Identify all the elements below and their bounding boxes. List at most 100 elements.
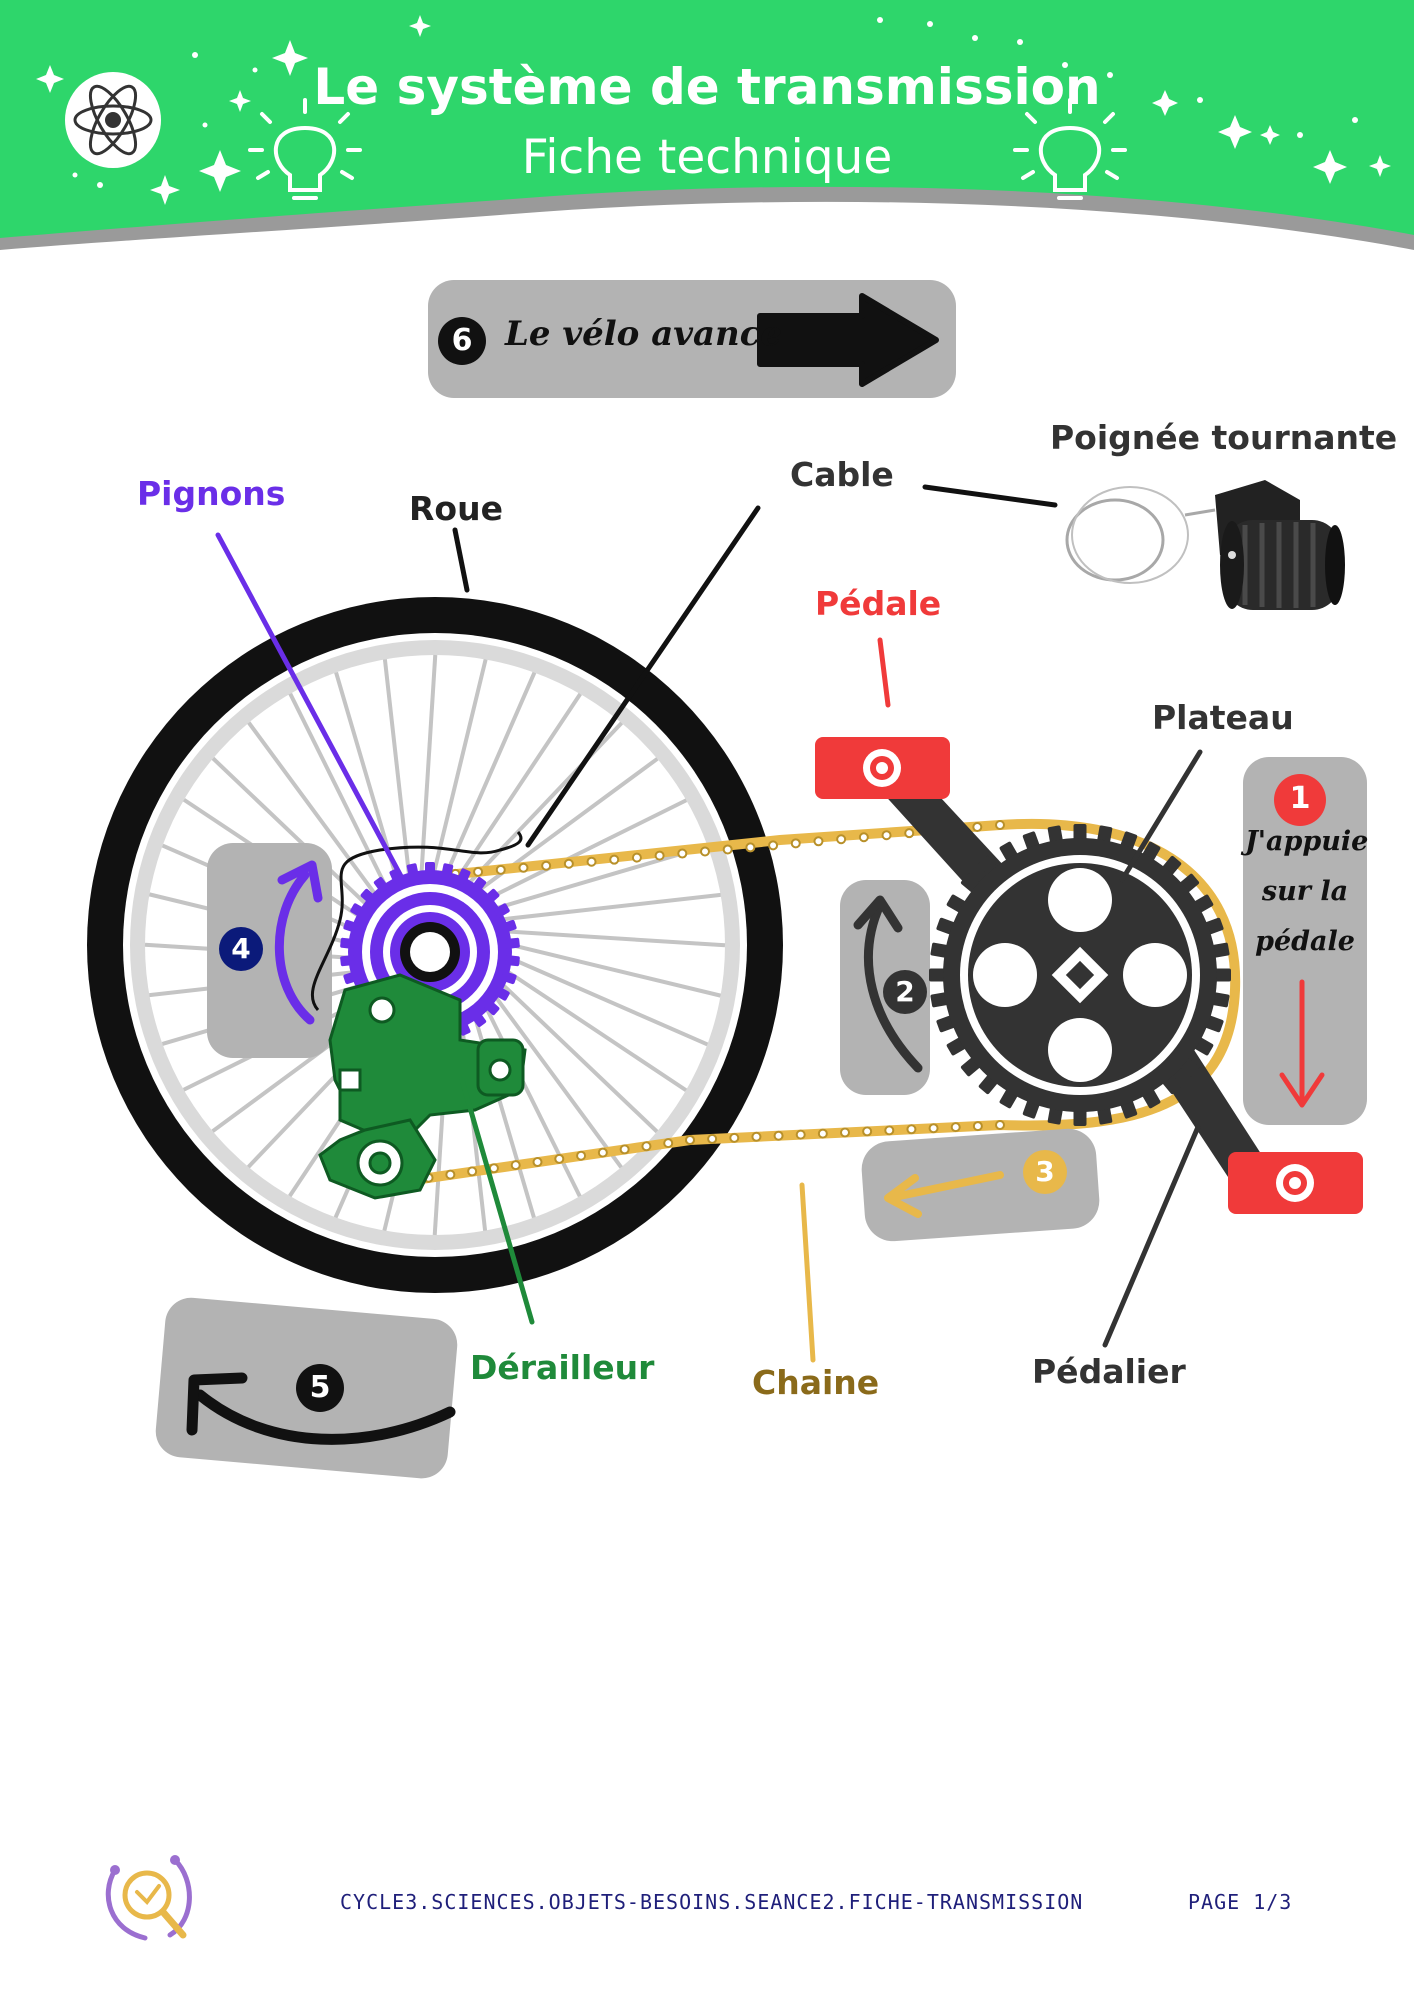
gear-tooth — [373, 877, 389, 893]
chain-link — [707, 1133, 718, 1144]
chain-link — [972, 822, 983, 833]
rotation-arrow-icon — [186, 1372, 248, 1436]
spoke — [475, 958, 659, 1134]
atom-icon — [65, 72, 161, 168]
chain-link — [904, 828, 915, 839]
chain-link — [609, 854, 620, 865]
chain-link — [563, 858, 574, 869]
step-5-badge — [296, 1364, 344, 1412]
footer-page-number: PAGE 1/3 — [1188, 1890, 1293, 1914]
gear-tooth — [505, 955, 520, 967]
gear-tooth — [350, 903, 366, 918]
chain-link — [813, 836, 824, 847]
gear-tooth — [483, 999, 500, 1016]
gear-tooth — [494, 986, 510, 1001]
step-6-badge — [438, 317, 486, 365]
label-pedalier: Pédalier — [1032, 1352, 1186, 1391]
chain-link — [751, 1131, 762, 1142]
rotation-arrow-icon — [853, 895, 903, 933]
chain-link — [768, 840, 779, 851]
page-title: Le système de transmission — [313, 58, 1101, 116]
label-plateau: Plateau — [1152, 698, 1294, 737]
pedal-bottom — [1228, 1152, 1363, 1214]
chain-link — [862, 1126, 873, 1137]
gear-tooth — [471, 877, 487, 893]
spoke — [478, 935, 722, 998]
chain-link — [795, 1129, 806, 1140]
chain-link — [619, 1144, 630, 1155]
chain-link — [597, 1147, 608, 1158]
chain-link — [858, 832, 869, 843]
spoke — [425, 658, 488, 902]
gear-tooth — [343, 919, 359, 933]
gear-tooth — [340, 955, 355, 967]
chain-link — [995, 820, 1005, 830]
chain-link — [473, 866, 484, 877]
arrow-left-icon — [884, 1174, 922, 1218]
chain-link — [445, 1169, 456, 1180]
pignons-cassette — [340, 862, 520, 1042]
gear-tooth — [483, 888, 500, 905]
arrow-down-icon — [1279, 1072, 1325, 1108]
chain-link — [554, 1153, 565, 1164]
spoke — [433, 671, 537, 901]
step-1-text-line3: pédale — [1255, 926, 1355, 957]
chain-link — [950, 1122, 961, 1133]
chain-link — [586, 856, 597, 867]
gear-tooth — [501, 919, 517, 933]
gear-tooth — [406, 863, 419, 879]
chain-link — [729, 1132, 740, 1143]
step-1-number: 1 — [1289, 781, 1311, 816]
chain-link — [495, 864, 506, 875]
plateau-chainring — [929, 824, 1231, 1126]
label-roue: Roue — [409, 489, 503, 528]
step-3-box — [861, 1128, 1100, 1242]
gear-tooth — [340, 937, 355, 949]
chain-link — [700, 846, 710, 857]
spoke — [468, 844, 709, 918]
chain-link — [722, 844, 733, 855]
spoke — [477, 927, 726, 948]
chain-link — [677, 848, 688, 859]
chain-link — [654, 850, 665, 861]
chain-link — [972, 1121, 983, 1132]
derailleur — [318, 973, 527, 1200]
spoke — [456, 757, 659, 908]
label-derailleur: Dérailleur — [470, 1348, 655, 1387]
pedal-top — [815, 737, 950, 799]
step-2-badge — [883, 970, 927, 1014]
spoke — [441, 692, 582, 902]
spoke — [473, 892, 721, 925]
chain-link — [641, 1141, 652, 1152]
grip-shifter — [1065, 480, 1345, 610]
label-poignee-tournante: Poignée tournante — [1050, 418, 1398, 457]
header-banner — [0, 0, 1414, 250]
chain-link — [745, 842, 756, 853]
step-2-number: 2 — [895, 975, 915, 1008]
step-6-text: Le vélo avance — [505, 314, 783, 354]
chain-link — [576, 1150, 587, 1161]
arrow-right-icon — [757, 293, 939, 387]
chain-link — [817, 1128, 828, 1139]
gear-tooth — [441, 863, 454, 879]
rotation-arrow-icon — [277, 860, 323, 903]
chain-link — [884, 1125, 895, 1136]
gear-tooth — [505, 937, 520, 949]
step-5-number: 5 — [309, 1370, 331, 1405]
gear-tooth — [471, 1011, 487, 1027]
spoke — [463, 798, 688, 913]
footer-reference: CYCLE3.SCIENCES.OBJETS-BESOINS.SEANCE2.F… — [340, 1890, 1084, 1914]
step-3-badge — [1023, 1150, 1067, 1194]
chain-link — [541, 860, 552, 871]
step-4-badge — [219, 927, 263, 971]
gear-tooth — [456, 868, 471, 884]
gear-tooth — [501, 971, 517, 985]
lightbulb-icon — [1013, 98, 1127, 200]
spoke — [247, 721, 398, 924]
chain-link — [928, 1123, 939, 1134]
gear-tooth — [360, 888, 377, 905]
star-icon — [36, 15, 1391, 205]
step-6-number: 6 — [451, 323, 473, 358]
chain-link — [663, 1138, 674, 1149]
